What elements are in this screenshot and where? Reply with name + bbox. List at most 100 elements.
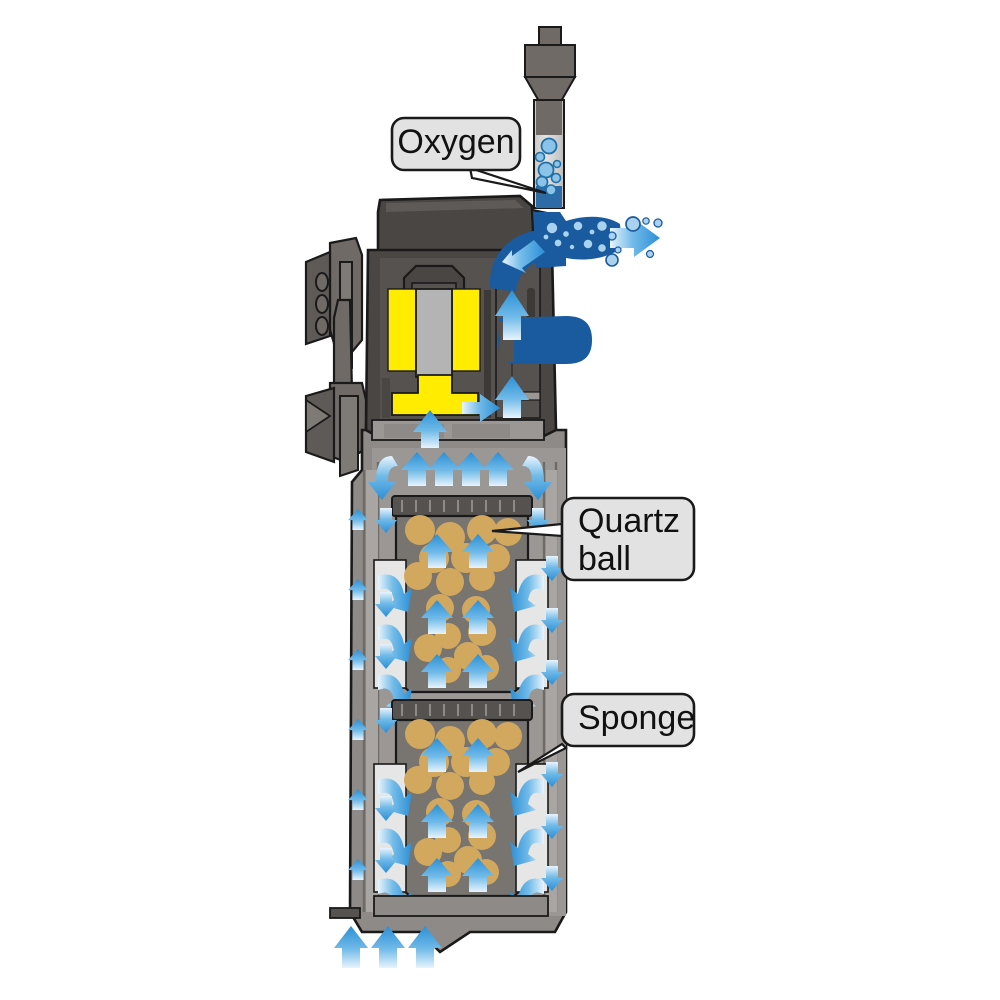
suction-bracket-lower [304, 381, 368, 478]
motor-coil-left [387, 288, 417, 372]
bubble-icon [568, 243, 576, 251]
suction-cup-icon [305, 398, 332, 434]
lid-slots [401, 500, 515, 512]
bubble-icon [537, 161, 555, 179]
quartz-ball [469, 769, 495, 795]
bubble-icon [542, 233, 550, 241]
callout-label-quartz-line1: Quartz [578, 502, 680, 540]
bubble-icon [552, 159, 562, 169]
suction-cup-icon [315, 294, 329, 314]
quartz-ball [467, 515, 497, 545]
flow-arrow-curve-right [522, 456, 552, 500]
suction-cup-icon [315, 272, 329, 292]
callout-label-sponge: Sponge [578, 699, 695, 737]
callout-label-oxygen: Oxygen [397, 123, 514, 161]
air-tube-cap-stem [538, 26, 562, 46]
flow-arrow-curve-left [510, 624, 544, 662]
bubble-icon [642, 217, 650, 225]
discharge-arrow [610, 219, 660, 257]
flow-arrow-curve-left [368, 456, 398, 500]
quartz-ball [436, 568, 464, 596]
bubble-icon [607, 231, 617, 241]
outlet-nozzle [498, 316, 592, 364]
bubble-icon [550, 172, 562, 184]
quartz-chamber-lid [391, 495, 533, 517]
quartz-ball [405, 515, 435, 545]
flow-arrow-up [413, 410, 447, 448]
lid-highlight [386, 200, 524, 212]
sponge-chamber-lid [391, 699, 533, 721]
motor-housing-assembly [364, 194, 558, 441]
bubble-icon [561, 229, 571, 239]
flow-arrow-curve-right [378, 828, 412, 866]
bubble-icon [534, 151, 546, 163]
quartz-ball [469, 565, 495, 591]
suction-bracket-upper [304, 236, 364, 403]
flow-arrow-curve-right [378, 574, 412, 612]
flow-arrow-up [334, 926, 368, 968]
bubble-icon [540, 137, 558, 155]
motor-rotor [415, 288, 453, 378]
bubble-icon [588, 228, 596, 236]
quartz-ball [436, 772, 464, 800]
quartz-ball [405, 719, 435, 749]
right-riser-channel [546, 470, 557, 912]
flow-arrow-up [495, 290, 529, 340]
quartz-chamber [373, 495, 549, 712]
bubble-icon [625, 216, 641, 232]
quartz-ball [414, 634, 442, 662]
flow-arrow-curve-left [510, 778, 544, 816]
callout-quartz-ball[interactable]: Quartz ball [491, 496, 696, 582]
bottom-intake [329, 895, 549, 968]
bubble-icon [653, 218, 663, 228]
intake-foot-tab [329, 907, 361, 919]
callout-sponge[interactable]: Sponge [517, 692, 696, 773]
quartz-side-inflow-arrows [378, 574, 544, 712]
quartz-ball [404, 562, 432, 590]
bubble-icon [605, 253, 619, 267]
callout-box-oxygen [390, 116, 522, 172]
bubble-icon [645, 249, 655, 259]
quartz-ball [494, 722, 522, 750]
flow-arrow-curve-left [510, 828, 544, 866]
callout-tail-oxygen [468, 166, 547, 195]
quartz-ball [404, 766, 432, 794]
impeller [391, 374, 479, 416]
upper-chamber-inflow-arrows [368, 452, 552, 500]
air-tube-cap [524, 44, 576, 78]
motor-coil-right [451, 288, 481, 372]
bubble-icon [545, 184, 557, 196]
oxygen-bubble-group [534, 137, 562, 196]
motor-mount-left [382, 378, 390, 418]
bracket-rail-lower [339, 395, 359, 478]
air-tube-inner-plug [536, 101, 562, 135]
callout-oxygen[interactable]: Oxygen [390, 116, 547, 195]
air-intake-tube-assembly [523, 26, 577, 209]
flow-arrow-up [408, 926, 442, 968]
callout-box-quartz [560, 496, 696, 582]
flow-arrow-curve-right [378, 624, 412, 662]
flow-arrow-right [462, 394, 500, 422]
bubble-icon [535, 175, 549, 189]
callout-tail-sponge [517, 742, 568, 773]
quartz-ball [414, 838, 442, 866]
bubble-icon [553, 238, 563, 248]
motor-riser-arrows [413, 290, 529, 448]
suction-cup-icon [315, 316, 329, 336]
bottom-intake-arrows [334, 926, 442, 968]
bubble-icon [596, 242, 608, 254]
intake-plate [373, 895, 549, 917]
riser-port [527, 288, 535, 322]
outlet-bubble-group [542, 216, 663, 267]
motor-mount-right [484, 290, 491, 418]
bubble-icon [582, 238, 594, 250]
callout-label-quartz-line2: ball [578, 540, 631, 578]
bubble-icon [545, 221, 559, 235]
flow-arrow-curve-right [378, 778, 412, 816]
flow-arrow-up [495, 376, 529, 418]
callout-box-sponge [560, 692, 696, 748]
quartz-ball [467, 719, 497, 749]
bubble-icon [572, 220, 584, 232]
